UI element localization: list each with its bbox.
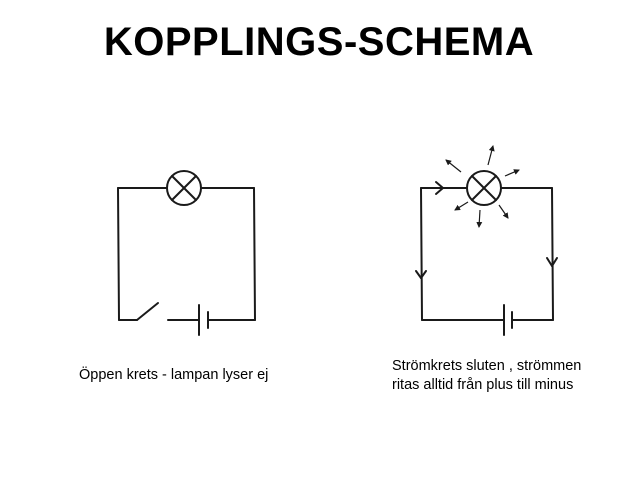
closed-caption-line-1: Strömkrets sluten , strömmen [392, 358, 582, 374]
light-rays-icon [445, 145, 520, 228]
closed-circuit-caption: Strömkrets sluten , strömmen ritas allti… [392, 357, 581, 395]
closed-wire-right [551, 187, 554, 321]
closed-lamp-icon [466, 170, 502, 206]
closed-wire-left [420, 187, 423, 321]
closed-circuit [415, 170, 558, 336]
closed-caption-line-2: ritas alltid från plus till minus [392, 377, 574, 393]
open-lamp-icon [166, 170, 202, 206]
open-switch-lever [136, 302, 159, 321]
open-circuit-caption: Öppen krets - lampan lyser ej [79, 367, 269, 383]
open-wire-left [117, 187, 120, 321]
open-wire-right [253, 187, 256, 321]
current-arrow-up-icon [415, 270, 427, 279]
current-arrow-down-icon [546, 257, 558, 267]
slide-title: KOPPLINGS-SCHEMA [103, 20, 535, 64]
current-arrow-right-icon [435, 181, 444, 195]
open-circuit [117, 170, 256, 336]
